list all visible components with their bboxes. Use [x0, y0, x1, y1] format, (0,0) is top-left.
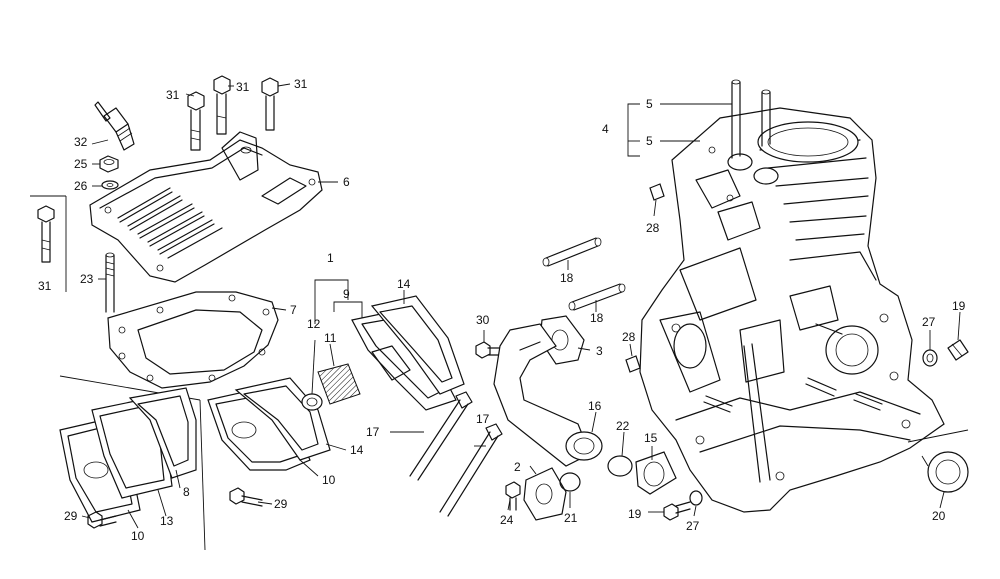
- bolt-31-b: [213, 75, 231, 135]
- o-ring-22: [607, 455, 633, 477]
- washer-27-lower: [689, 490, 703, 506]
- callout-17-a: 17: [366, 425, 380, 439]
- flange-15: [635, 451, 677, 495]
- oil-seal-20: [927, 451, 969, 493]
- callout-5b: 5: [646, 134, 653, 148]
- washer-27-right: [922, 349, 938, 367]
- bolt-31-c: [261, 77, 279, 131]
- callout-13: 13: [160, 514, 174, 528]
- callout-8: 8: [183, 485, 190, 499]
- callout-2: 2: [514, 460, 521, 474]
- intake-pipe-16: [493, 323, 603, 467]
- callout-3: 3: [596, 344, 603, 358]
- stud-18-b: [568, 283, 626, 311]
- stud-17-b: [439, 423, 503, 517]
- gasket-14-upper: [370, 295, 465, 395]
- bolt-24: [505, 481, 521, 511]
- callout-10-left: 10: [131, 529, 145, 543]
- crankcase: [639, 79, 945, 513]
- washer-26: [101, 180, 119, 190]
- bolt-31-a: [187, 91, 205, 151]
- dowel-28-upper: [649, 183, 665, 201]
- screw-29-left: [87, 511, 117, 529]
- callout-27-right: 27: [922, 315, 936, 329]
- callout-18-a: 18: [560, 271, 574, 285]
- callout-31-a: 31: [166, 88, 180, 102]
- leader-lines: [81, 83, 961, 529]
- callout-1: 1: [327, 251, 334, 265]
- bolt-19-right: [947, 339, 969, 361]
- callout-14-lower: 14: [350, 443, 364, 457]
- callout-7: 7: [290, 303, 297, 317]
- callout-5a: 5: [646, 97, 653, 111]
- callout-9: 9: [343, 287, 350, 301]
- callout-16: 16: [588, 399, 602, 413]
- callout-19-right: 19: [952, 299, 966, 313]
- callout-14-upper: 14: [397, 277, 411, 291]
- callout-28-upper: 28: [646, 221, 660, 235]
- callout-15: 15: [644, 431, 658, 445]
- ring-12: [301, 393, 323, 411]
- nut-25: [99, 155, 119, 173]
- callout-12: 12: [307, 317, 321, 331]
- callout-labels: 1 2 3 4 5 5 6 7 8 9 10 10 11 12 13 14 14…: [38, 77, 966, 543]
- callout-4: 4: [602, 122, 609, 136]
- callout-23: 23: [80, 272, 94, 286]
- callout-20: 20: [932, 509, 946, 523]
- ring-21: [559, 472, 581, 492]
- gasket-8: [128, 387, 197, 479]
- dowel-28-lower: [625, 355, 641, 373]
- cylinder-head: [89, 131, 323, 283]
- callout-11: 11: [324, 331, 337, 345]
- callout-22: 22: [616, 419, 630, 433]
- stud-18-a: [542, 237, 602, 267]
- callout-30: 30: [476, 313, 490, 327]
- callout-31-c: 31: [294, 77, 308, 91]
- callout-17-b: 17: [476, 412, 490, 426]
- stud-17-a: [409, 391, 473, 481]
- stud-23: [105, 252, 115, 313]
- callout-31-d: 31: [38, 279, 52, 293]
- bolt-19-lower: [663, 501, 691, 521]
- callout-27-lower: 27: [686, 519, 700, 533]
- callout-29-left: 29: [64, 509, 78, 523]
- filter-11: [317, 363, 361, 405]
- spark-plug: [94, 101, 135, 151]
- callout-31-b: 31: [236, 80, 250, 94]
- callout-32: 32: [74, 135, 88, 149]
- callout-21: 21: [564, 511, 578, 525]
- callout-18-b: 18: [590, 311, 604, 325]
- callout-24: 24: [500, 513, 514, 527]
- callout-19-lower: 19: [628, 507, 642, 521]
- gasket-2: [523, 467, 567, 521]
- callout-10-middle: 10: [322, 473, 336, 487]
- callout-6: 6: [343, 175, 350, 189]
- head-gasket: [107, 291, 279, 389]
- bolt-31-d: [37, 205, 55, 263]
- callout-25: 25: [74, 157, 88, 171]
- callout-29-middle: 29: [274, 497, 288, 511]
- callout-28-lower: 28: [622, 330, 636, 344]
- screw-29-middle: [229, 487, 263, 507]
- callout-26: 26: [74, 179, 88, 193]
